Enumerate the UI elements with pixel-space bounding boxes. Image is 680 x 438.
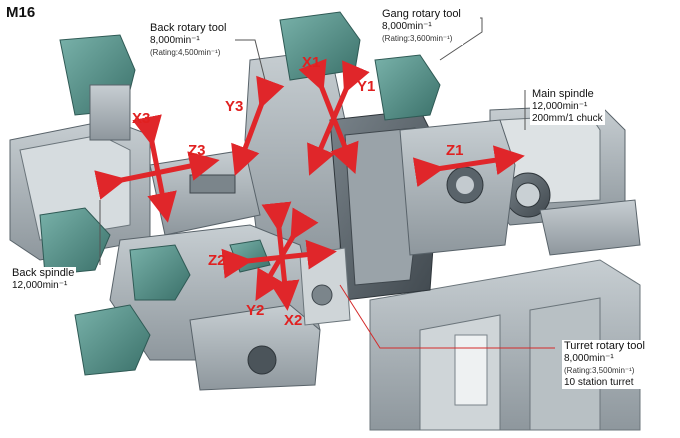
callout-gang-rotary-head: Gang rotary tool bbox=[382, 8, 461, 20]
callout-gang-rotary-tool: Gang rotary tool 8,000min⁻¹ (Rating:3,60… bbox=[380, 8, 463, 45]
axis-label-x3: X3 bbox=[132, 110, 151, 127]
axis-arrows bbox=[94, 58, 525, 311]
callout-back-rotary-head: Back rotary tool bbox=[150, 22, 227, 34]
callout-back-spindle-speed: 12,000min⁻¹ bbox=[12, 280, 68, 291]
axis-label-y3: Y3 bbox=[225, 98, 244, 115]
axis-label-y2: Y2 bbox=[246, 302, 265, 319]
callout-back-rotary-speed: 8,000min⁻¹ bbox=[150, 35, 200, 46]
callout-back-spindle-head: Back spindle bbox=[12, 267, 75, 279]
callout-main-spindle-head: Main spindle bbox=[532, 88, 594, 100]
z1-arrow bbox=[412, 145, 525, 188]
axis-label-x1: X1 bbox=[302, 54, 321, 71]
z2-arrow bbox=[221, 239, 337, 279]
y1-arrow bbox=[307, 60, 370, 176]
y3-arrow bbox=[231, 75, 285, 177]
callout-main-spindle-chuck: 200mm/1 chuck bbox=[532, 113, 603, 124]
axis-label-z2: Z2 bbox=[208, 252, 226, 269]
callout-turret-rotary-rating: (Rating:3,500min⁻¹) bbox=[564, 366, 635, 375]
callout-back-rotary-tool: Back rotary tool 8,000min⁻¹ (Rating:4,50… bbox=[148, 22, 229, 59]
callout-turret-rotary-stations: 10 station turret bbox=[564, 377, 634, 388]
callout-main-spindle-speed: 12,000min⁻¹ bbox=[532, 101, 588, 112]
callout-main-spindle: Main spindle 12,000min⁻¹ 200mm/1 chuck bbox=[530, 88, 605, 125]
callout-back-spindle: Back spindle 12,000min⁻¹ bbox=[10, 267, 77, 292]
callout-turret-rotary-tool: Turret rotary tool 8,000min⁻¹ (Rating:3,… bbox=[562, 340, 647, 389]
callout-gang-rotary-speed: 8,000min⁻¹ bbox=[382, 21, 432, 32]
model-title: M16 bbox=[6, 4, 36, 21]
callout-gang-rotary-rating: (Rating:3,600min⁻¹) bbox=[382, 34, 453, 43]
axis-label-z3: Z3 bbox=[188, 142, 206, 159]
z3-arrow bbox=[94, 151, 220, 200]
axis-label-x2: X2 bbox=[284, 312, 303, 329]
callout-turret-rotary-speed: 8,000min⁻¹ bbox=[564, 353, 614, 364]
axis-label-z1: Z1 bbox=[446, 142, 464, 159]
main-spindle-unit bbox=[489, 104, 641, 256]
callout-leaders bbox=[99, 17, 555, 349]
callout-turret-rotary-head: Turret rotary tool bbox=[564, 340, 645, 352]
axis-label-y1: Y1 bbox=[357, 78, 376, 95]
callout-back-rotary-rating: (Rating:4,500min⁻¹) bbox=[150, 48, 221, 57]
